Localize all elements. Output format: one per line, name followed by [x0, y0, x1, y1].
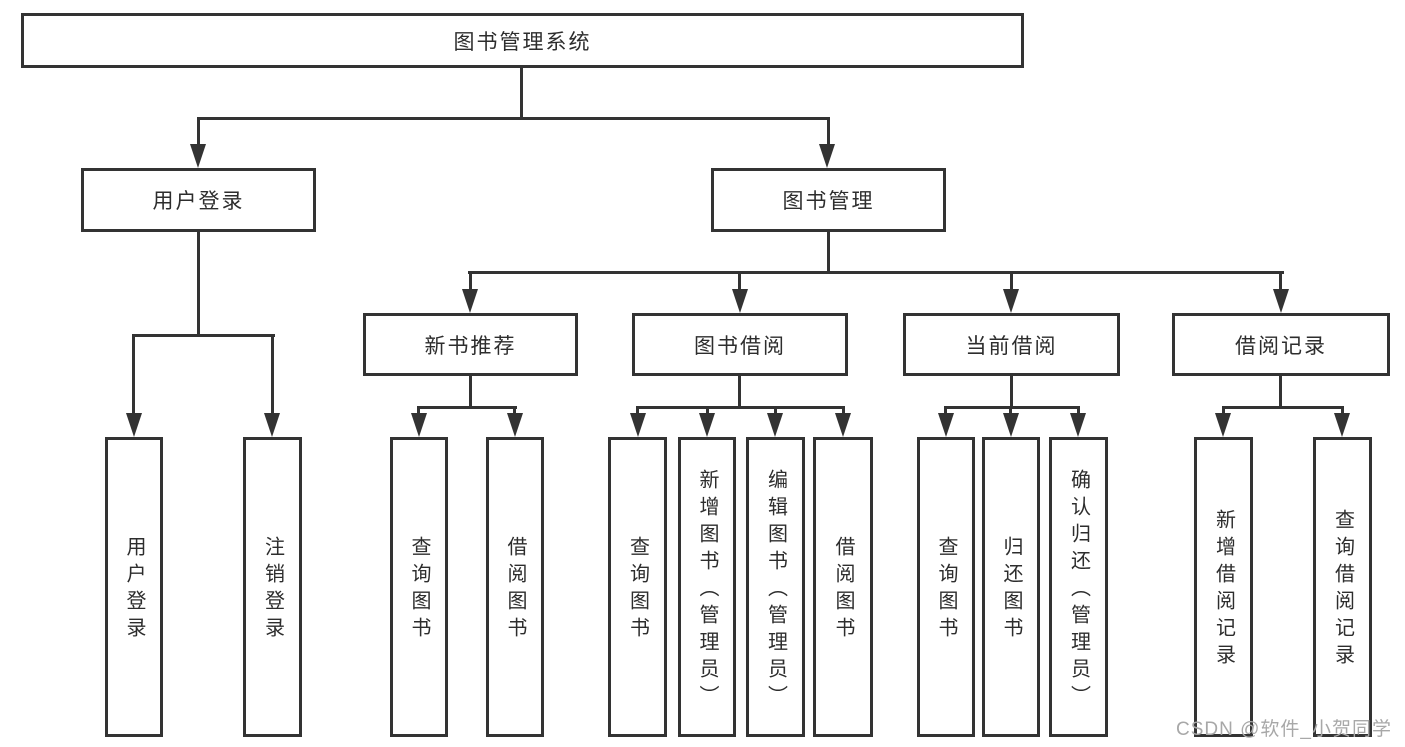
arrow-down-icon [819, 144, 835, 168]
connector-line [1009, 406, 1012, 418]
connector-line [271, 334, 274, 416]
leaf-query-books-borrow: 查询图书 [608, 437, 667, 737]
connector-line [1341, 406, 1344, 418]
arrow-down-icon [1070, 413, 1086, 437]
leaf-return-books: 归还图书 [982, 437, 1040, 737]
connector-line [197, 232, 200, 337]
leaf-query-books-current: 查询图书 [917, 437, 975, 737]
connector-line [197, 117, 830, 120]
arrow-down-icon [126, 413, 142, 437]
connector-line [738, 271, 741, 293]
arrow-down-icon [411, 413, 427, 437]
connector-line [520, 68, 523, 118]
connector-line [469, 271, 472, 293]
arrow-down-icon [835, 413, 851, 437]
arrow-down-icon [1215, 413, 1231, 437]
connector-line [842, 406, 845, 418]
node-book-management: 图书管理 [711, 168, 946, 232]
connector-line [1222, 406, 1225, 418]
node-current-borrow: 当前借阅 [903, 313, 1120, 376]
csdn-watermark: CSDN @软件_小贺同学 [1176, 719, 1392, 740]
connector-line [1279, 376, 1282, 408]
leaf-logout: 注销登录 [243, 437, 302, 737]
connector-line [132, 334, 135, 416]
connector-line [132, 334, 275, 337]
leaf-confirm-return-admin: 确认归还（管理员） [1049, 437, 1108, 737]
node-user-login: 用户登录 [81, 168, 316, 232]
node-library-system: 图书管理系统 [21, 13, 1024, 68]
node-new-book-recommend: 新书推荐 [363, 313, 578, 376]
arrow-down-icon [1003, 289, 1019, 313]
arrow-down-icon [699, 413, 715, 437]
arrow-down-icon [190, 144, 206, 168]
connector-line [513, 406, 516, 418]
connector-line [417, 406, 420, 418]
connector-line [738, 376, 741, 408]
arrow-down-icon [264, 413, 280, 437]
connector-line [827, 232, 830, 274]
arrow-down-icon [1003, 413, 1019, 437]
connector-line [469, 376, 472, 408]
connector-line [944, 406, 947, 418]
arrow-down-icon [1334, 413, 1350, 437]
leaf-edit-books-admin: 编辑图书（管理员） [746, 437, 805, 737]
connector-line [1077, 406, 1080, 418]
connector-line [827, 117, 830, 147]
node-borrow-records: 借阅记录 [1172, 313, 1390, 376]
connector-line [636, 406, 845, 409]
leaf-query-borrow-record: 查询借阅记录 [1313, 437, 1372, 737]
connector-line [1010, 376, 1013, 408]
leaf-borrow-books: 借阅图书 [813, 437, 873, 737]
arrow-down-icon [767, 413, 783, 437]
connector-line [417, 406, 517, 409]
leaf-query-books-recommend: 查询图书 [390, 437, 448, 737]
arrow-down-icon [938, 413, 954, 437]
arrow-down-icon [630, 413, 646, 437]
arrow-down-icon [732, 289, 748, 313]
arrow-down-icon [462, 289, 478, 313]
connector-line [1222, 406, 1344, 409]
leaf-add-borrow-record: 新增借阅记录 [1194, 437, 1253, 737]
leaf-user-login: 用户登录 [105, 437, 163, 737]
connector-line [706, 406, 709, 418]
connector-line [636, 406, 639, 418]
connector-line [944, 406, 1080, 409]
connector-line [468, 271, 1284, 274]
node-book-borrow: 图书借阅 [632, 313, 848, 376]
arrow-down-icon [1273, 289, 1289, 313]
connector-line [197, 117, 200, 147]
connector-line [1279, 271, 1282, 293]
connector-line [1010, 271, 1013, 293]
leaf-borrow-books-recommend: 借阅图书 [486, 437, 544, 737]
connector-line [774, 406, 777, 418]
arrow-down-icon [507, 413, 523, 437]
leaf-add-books-admin: 新增图书（管理员） [678, 437, 736, 737]
